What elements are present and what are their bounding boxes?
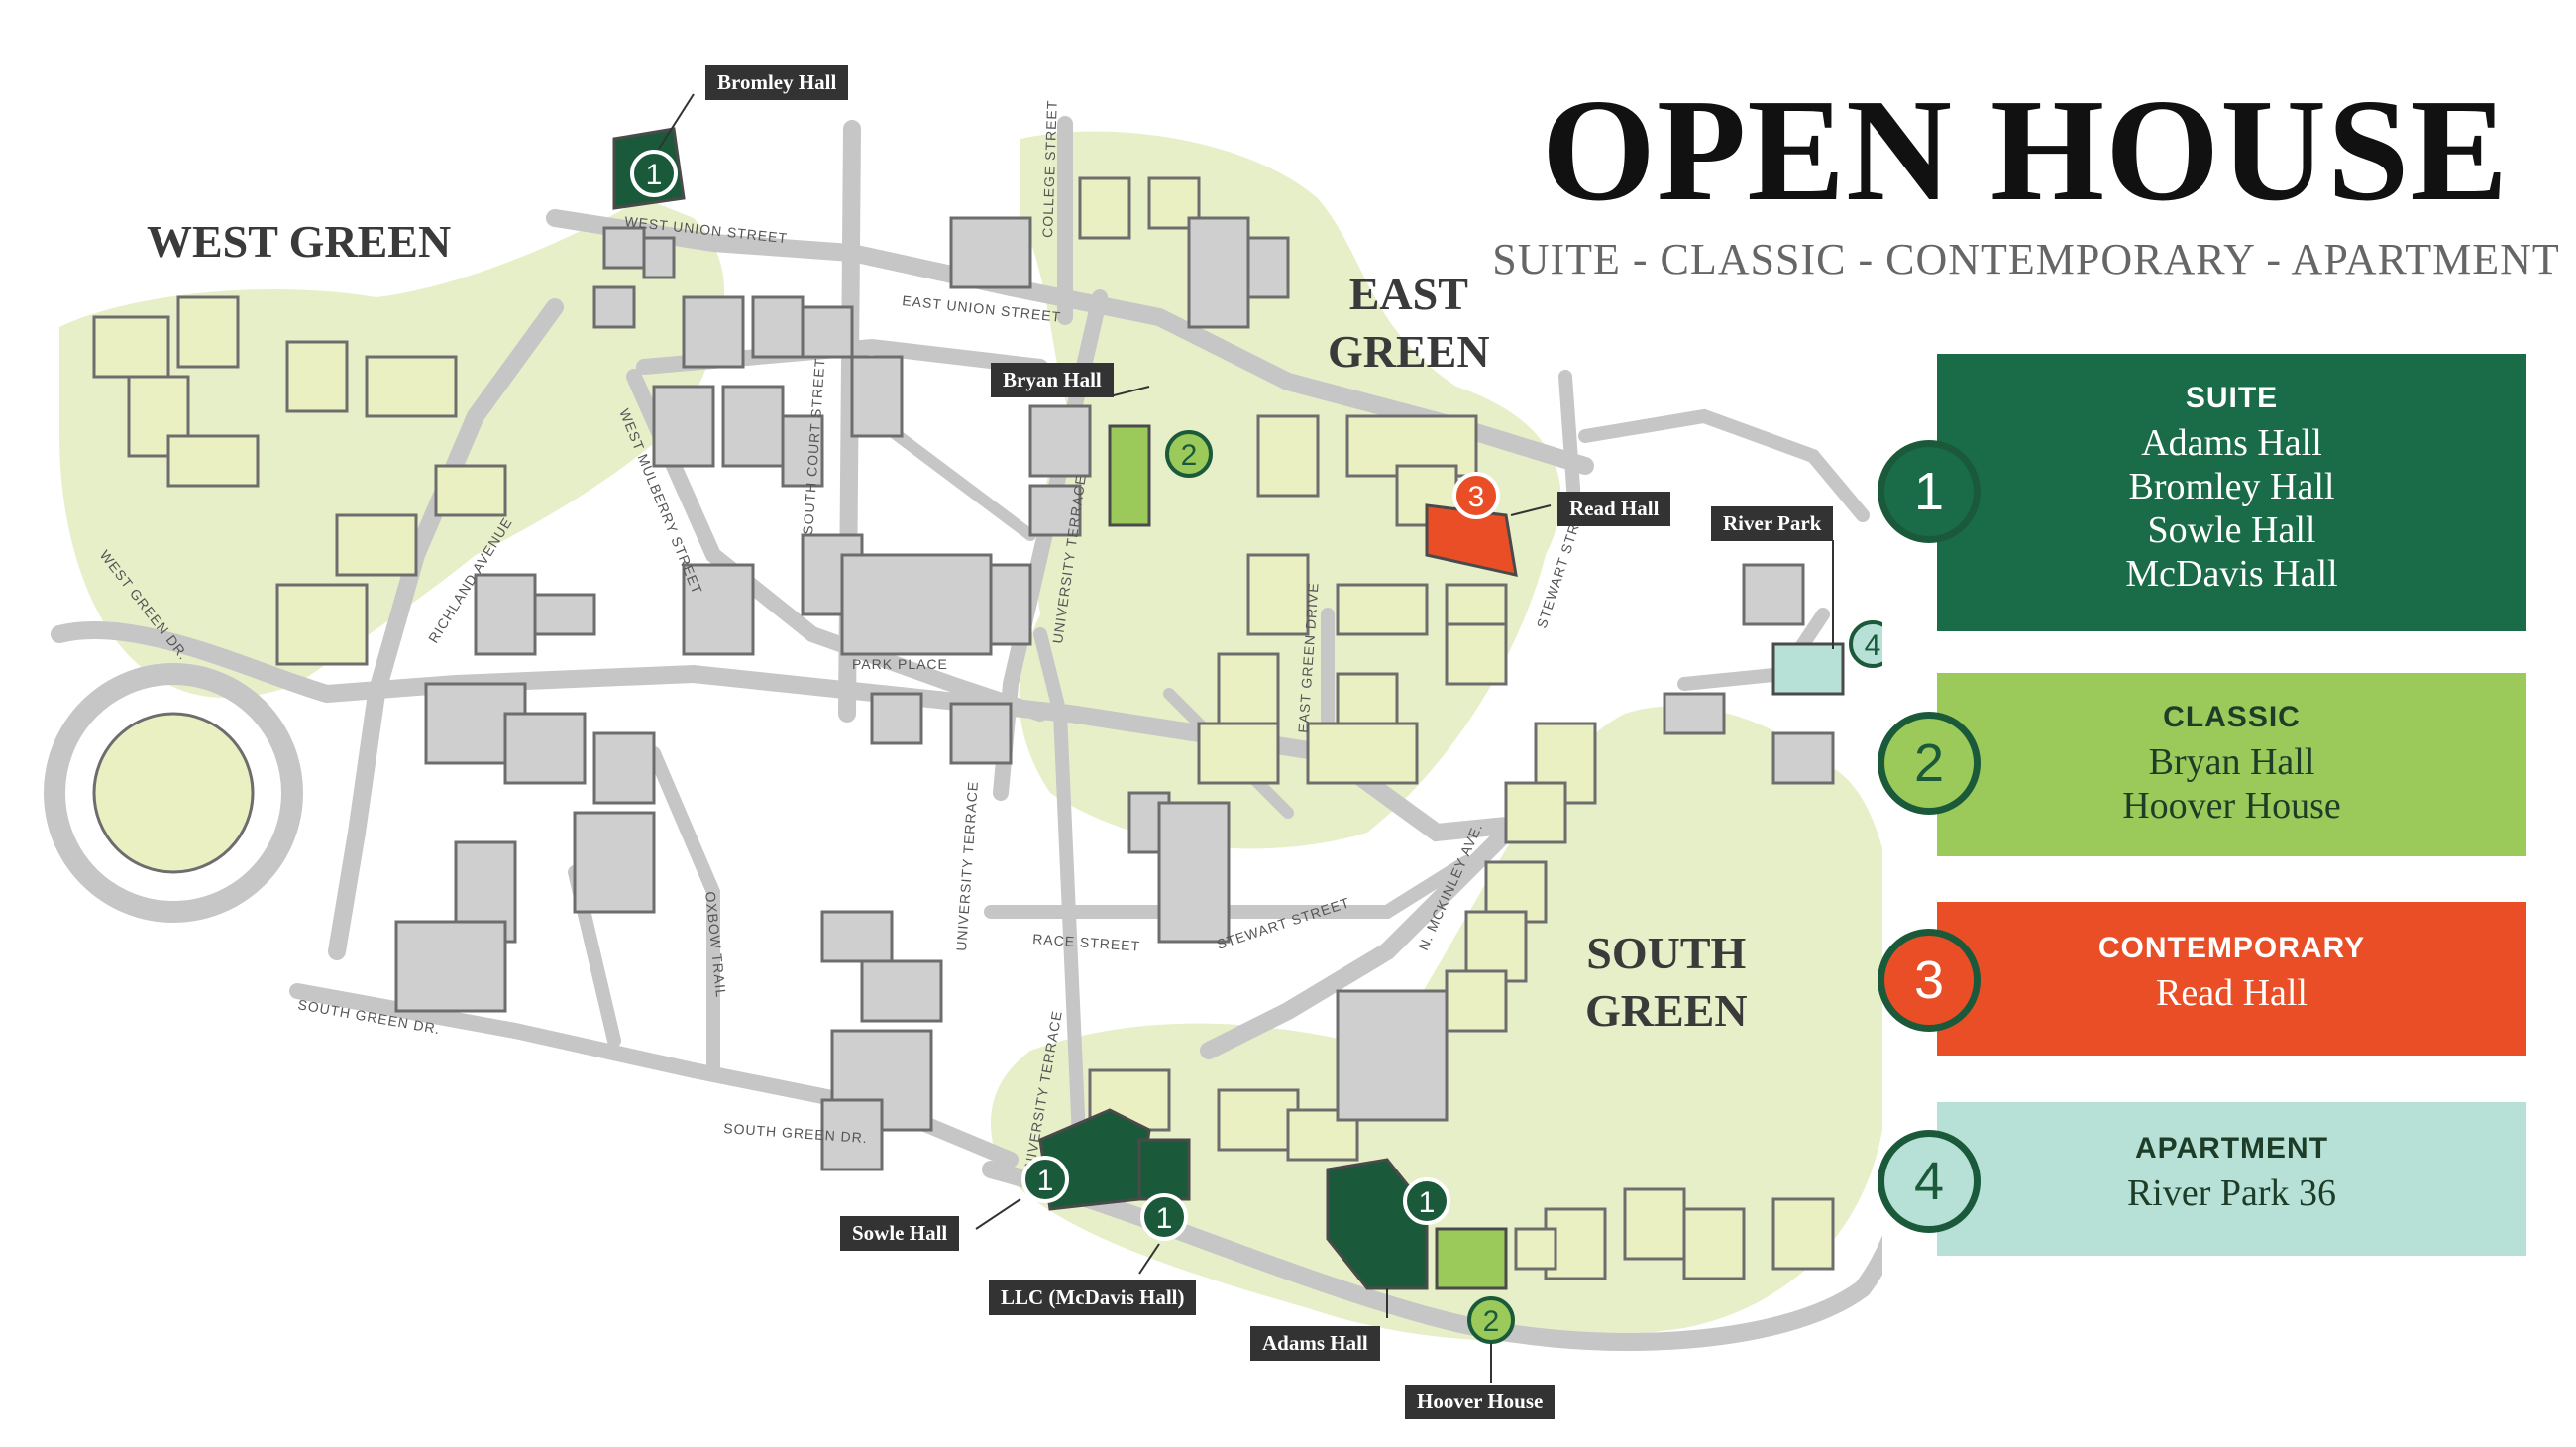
leader-lines <box>658 93 1834 1383</box>
tag-river-park[interactable]: River Park <box>1711 506 1834 541</box>
hoover-house-building <box>1435 1227 1508 1290</box>
legend-hall: River Park 36 <box>2126 1172 2337 1214</box>
tag-adams-hall[interactable]: Adams Hall <box>1250 1326 1380 1361</box>
legend-category: CLASSIC <box>2163 701 2301 733</box>
marker-bromley[interactable]: 1 <box>630 150 678 197</box>
svg-text:4: 4 <box>1865 629 1881 662</box>
marker-sowle[interactable]: 1 <box>1021 1156 1069 1203</box>
page-title: OPEN HOUSE <box>1541 69 2510 232</box>
area-south-green-line1: SOUTH <box>1586 928 1747 978</box>
legend-number-classic: 2 <box>1878 712 1981 815</box>
area-east-green: EAST GREEN <box>1328 266 1490 381</box>
street-race: RACE STREET <box>1032 931 1141 954</box>
legend-hall: Adams Hall <box>2141 422 2322 464</box>
legend-number-suite: 1 <box>1878 440 1981 543</box>
svg-text:2: 2 <box>1181 439 1198 472</box>
area-east-green-line2: GREEN <box>1328 326 1490 377</box>
buildings-gray <box>394 216 1835 1171</box>
svg-text:1: 1 <box>1419 1186 1436 1219</box>
legend-hall: Bromley Hall <box>2128 466 2335 507</box>
marker-river-park[interactable]: 4 <box>1849 620 1882 668</box>
tag-hoover-house[interactable]: Hoover House <box>1405 1385 1556 1419</box>
street-park-place: PARK PLACE <box>852 656 948 672</box>
marker-bryan[interactable]: 2 <box>1165 430 1213 478</box>
street-college: COLLEGE STREET <box>1039 99 1060 238</box>
marker-mcdavis[interactable]: 1 <box>1140 1193 1188 1241</box>
marker-adams[interactable]: 1 <box>1403 1177 1450 1225</box>
legend-category: APARTMENT <box>2134 1132 2329 1165</box>
legend-hall: Hoover House <box>2122 785 2341 827</box>
page-subtitle: SUITE - CLASSIC - CONTEMPORARY - APARTME… <box>1492 235 2560 283</box>
svg-text:1: 1 <box>1156 1202 1173 1235</box>
legend-hall: Bryan Hall <box>2148 741 2315 783</box>
legend-category: CONTEMPORARY <box>2097 932 2366 964</box>
street-university-terrace-2: UNIVERSITY TERRACE <box>953 780 981 951</box>
markers: 1 2 3 4 1 1 1 2 <box>630 150 1882 1344</box>
legend-hall: McDavis Hall <box>2125 553 2338 595</box>
legend-card-suite: SUITE Adams Hall Bromley Hall Sowle Hall… <box>1937 354 2526 631</box>
convocation-center <box>92 712 255 874</box>
svg-text:3: 3 <box>1468 481 1485 513</box>
tag-llc-mcdavis-hall[interactable]: LLC (McDavis Hall) <box>989 1280 1197 1315</box>
tag-bromley-hall[interactable]: Bromley Hall <box>705 65 849 100</box>
tag-sowle-hall[interactable]: Sowle Hall <box>840 1216 960 1251</box>
legend-hall: Read Hall <box>2155 972 2308 1014</box>
svg-text:2: 2 <box>1483 1305 1500 1338</box>
area-south-green: SOUTH GREEN <box>1585 925 1748 1040</box>
buildings-light <box>92 176 1835 1280</box>
svg-text:1: 1 <box>1037 1165 1054 1197</box>
river-park-building <box>1771 642 1845 696</box>
tag-read-hall[interactable]: Read Hall <box>1557 492 1671 526</box>
area-east-green-line1: EAST <box>1348 269 1468 319</box>
campus-map: WEST UNION STREET EAST UNION STREET COLL… <box>44 93 1882 1383</box>
legend-card-classic: CLASSIC Bryan Hall Hoover House <box>1937 673 2526 856</box>
legend-category: SUITE <box>2185 382 2279 414</box>
tag-bryan-hall[interactable]: Bryan Hall <box>991 363 1114 397</box>
adams-hall-building <box>1326 1158 1429 1290</box>
mcdavis-hall-building <box>1137 1138 1191 1201</box>
marker-read[interactable]: 3 <box>1452 472 1500 519</box>
area-west-green: WEST GREEN <box>147 216 452 267</box>
svg-text:1: 1 <box>646 159 663 191</box>
area-south-green-line2: GREEN <box>1585 985 1748 1036</box>
street-stewart-bottom: STEWART STREET <box>1215 894 1352 952</box>
legend-hall: Sowle Hall <box>2147 509 2316 551</box>
legend-card-apartment: APARTMENT River Park 36 <box>1937 1102 2526 1256</box>
convocation-center-ring <box>44 663 303 923</box>
legend-number-apartment: 4 <box>1878 1130 1981 1233</box>
legend-number-contemporary: 3 <box>1878 929 1981 1032</box>
marker-hoover[interactable]: 2 <box>1467 1296 1515 1344</box>
bryan-hall-building <box>1108 424 1151 527</box>
legend-card-contemporary: CONTEMPORARY Read Hall <box>1937 902 2526 1056</box>
